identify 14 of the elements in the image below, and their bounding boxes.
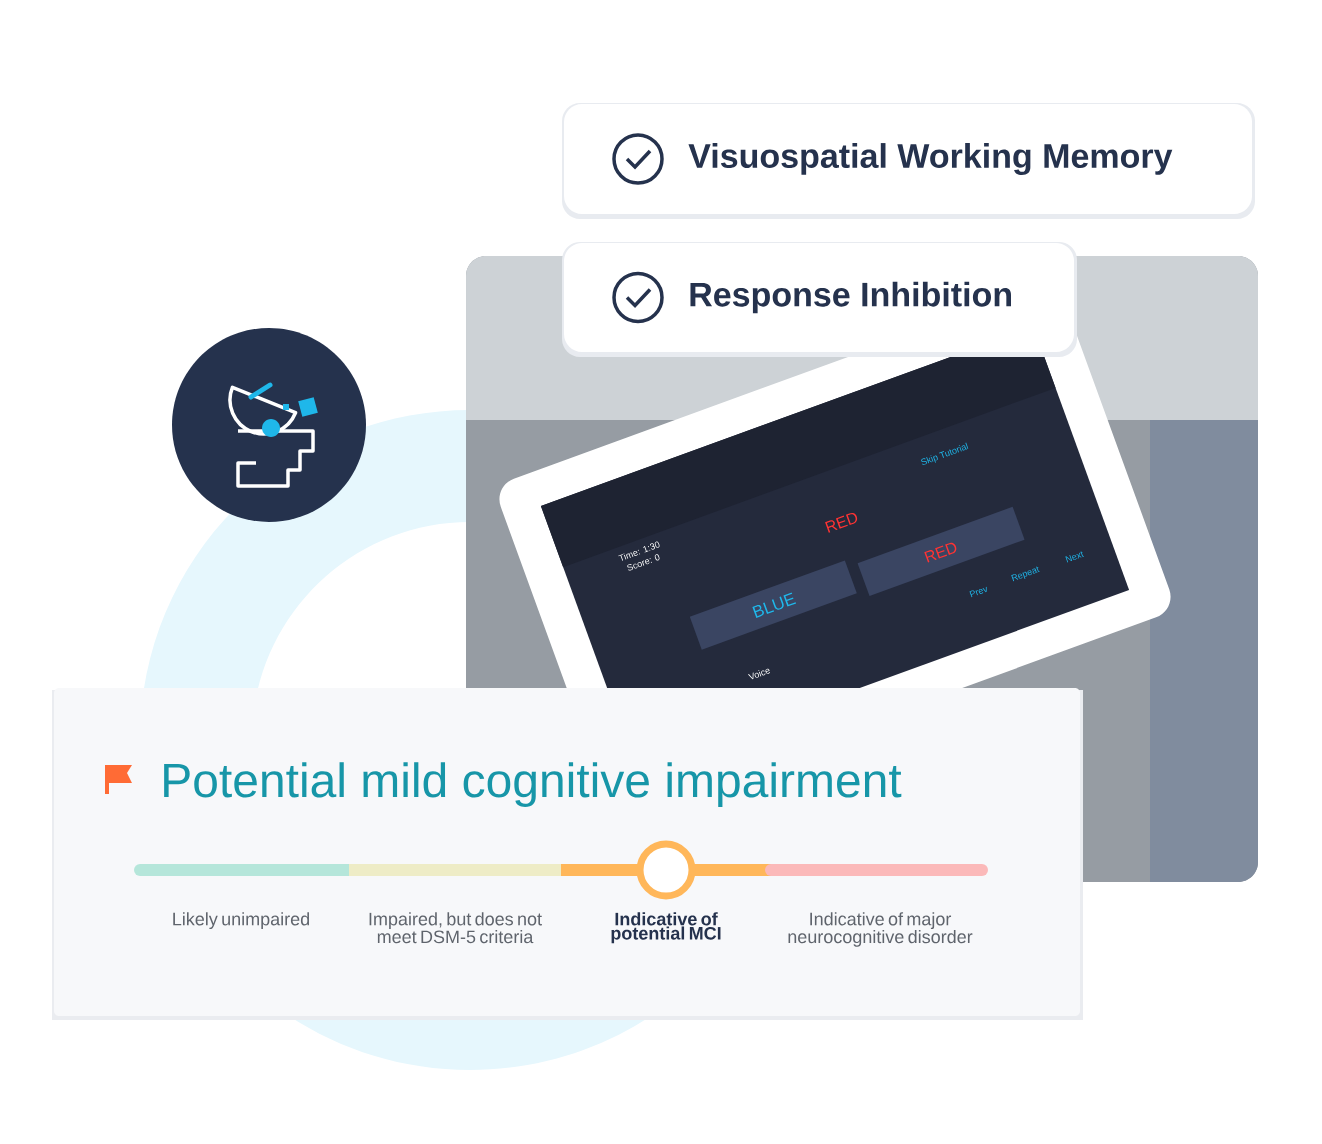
screen-text: RED: [924, 542, 957, 563]
screen-text: RED: [825, 513, 858, 533]
skill-card: Response Inhibition: [562, 242, 1077, 357]
screen-text: Skip Tutorial: [921, 442, 969, 465]
screen-text: Prev: [969, 586, 987, 598]
skill-card: Visuospatial Working Memory: [562, 103, 1255, 219]
screen-text: BLUE: [752, 592, 797, 618]
screen-text: Repeat: [1011, 566, 1040, 582]
scale-label: Indicative of potential MCI: [611, 912, 721, 944]
scale-label: Indicative of major neurocognitive disorder: [788, 912, 973, 947]
screen-text: Voice: [748, 668, 770, 680]
scale-label: Likely unimpaired: [173, 912, 309, 929]
screen-text: Next: [1065, 551, 1085, 563]
scale-label: Impaired, but does not meet DSM-5 criteria: [369, 912, 542, 944]
